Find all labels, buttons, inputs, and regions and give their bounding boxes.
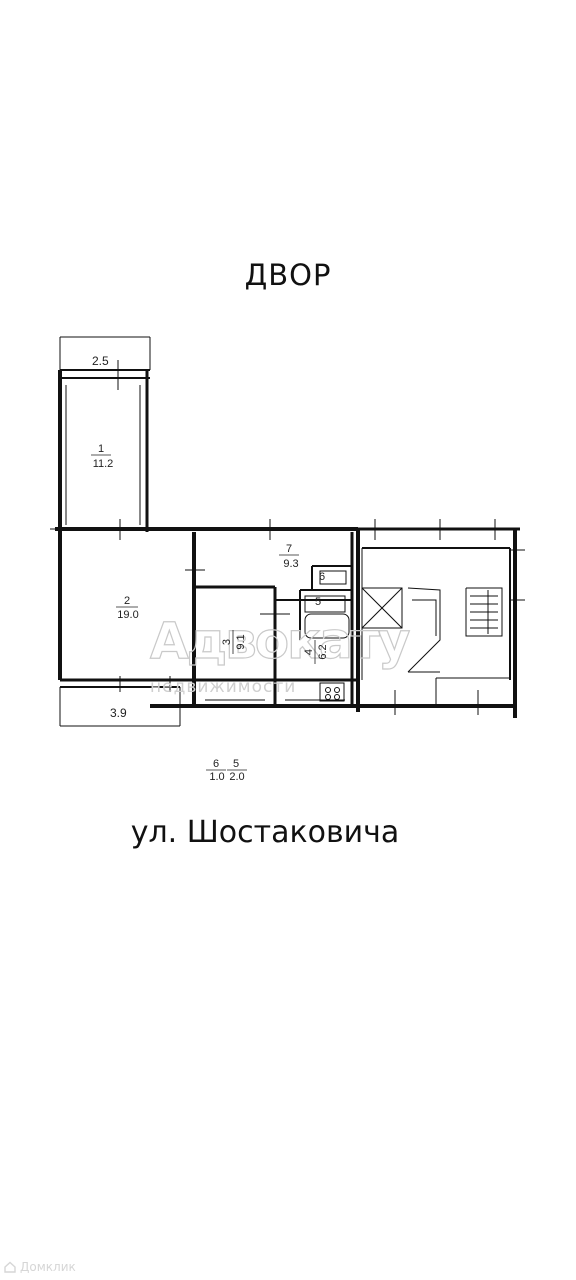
bottom-balcony-width: 3.9 [110,706,127,720]
watermark-main: Адвокату [150,612,410,670]
footer-logo: Домклик [4,1260,76,1274]
svg-text:2: 2 [124,595,130,607]
room-label-2: 2 19.0 [116,595,139,621]
footer-logo-text: Домклик [20,1260,76,1274]
stairwell [361,547,511,706]
svg-text:2.0: 2.0 [229,771,244,783]
room-label-7: 7 9.3 [279,543,299,570]
svg-text:5: 5 [233,758,239,770]
svg-text:4: 4 [303,649,315,655]
dimension-ticks [50,360,525,715]
apartment-outer-walls [55,527,520,718]
svg-text:3: 3 [221,639,233,645]
watermark: Адвокату недвижимости [149,611,412,697]
top-balcony [59,336,151,379]
room-label-1: 1 11.2 [91,443,113,470]
top-balcony-width: 2.5 [92,354,109,368]
summary-5: 5 2.0 [227,758,247,783]
interior-walls [192,532,354,706]
house-icon [4,1261,16,1273]
bathroom-fixtures [304,570,350,702]
svg-text:1.0: 1.0 [209,771,224,783]
svg-text:6.2: 6.2 [317,644,329,659]
svg-text:9.1: 9.1 [235,634,247,649]
svg-text:9.3: 9.3 [283,558,298,570]
room-label-4: 4 6.2 [303,640,329,664]
room-label-3: 3 9.1 [221,630,247,654]
street-label: ул. Шостаковича [130,815,400,850]
svg-text:7: 7 [286,543,292,555]
room-label-5: 5 [315,596,321,608]
svg-text:1: 1 [98,443,104,455]
svg-text:6: 6 [213,758,219,770]
svg-text:19.0: 19.0 [117,609,138,621]
svg-text:11.2: 11.2 [93,458,114,470]
room-1-walls [58,370,149,532]
room-label-6: 6 [319,571,325,583]
summary-6: 6 1.0 [206,758,226,783]
watermark-sub: недвижимости [150,677,296,697]
courtyard-label: ДВОР [244,258,332,292]
